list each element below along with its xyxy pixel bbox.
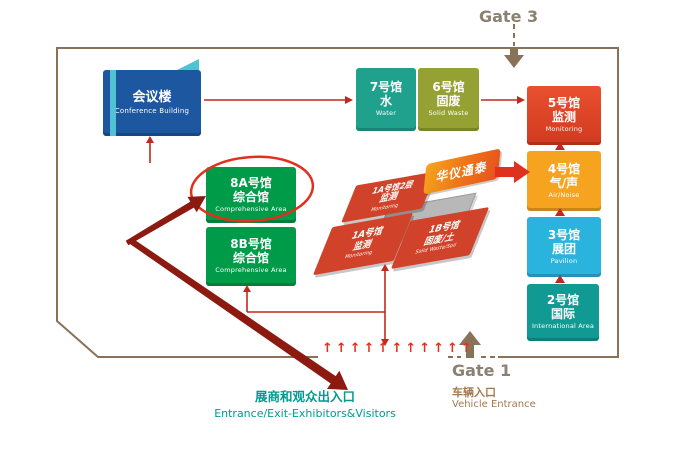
- conference-roof-triangle: [177, 59, 199, 70]
- hall-name-cn: 会议楼: [132, 90, 172, 105]
- hall-number: 2号馆: [546, 293, 580, 308]
- hall-name-en: Pavilion: [550, 256, 578, 265]
- hall-name-en: Conference Building: [114, 106, 190, 115]
- hall-7: 7号馆 水 Water: [356, 68, 416, 131]
- hall-8a: 8A号馆 综合馆 Comprehensive Area: [206, 167, 296, 223]
- hall-name-en: International Area: [531, 322, 595, 331]
- hall-name-en: Solid Waste: [428, 109, 469, 118]
- entrance-direction-arrows: ↑↑↑↑↑↑↑↑↑↑↑: [322, 341, 475, 356]
- hall-2: 2号馆 国际 International Area: [527, 284, 599, 341]
- hall-name-cn: 水: [379, 94, 392, 109]
- hall-name-en: Monitoring: [343, 250, 374, 261]
- gate1-label: Gate 1: [452, 361, 512, 380]
- hall-name-en: Monitoring: [369, 202, 400, 214]
- hall-name-cn: 气/声: [549, 175, 579, 190]
- hall-name-en: Comprehensive Area: [215, 266, 287, 275]
- hall-name-en: Air/Noise: [548, 190, 580, 199]
- hall-number: 8A号馆: [230, 175, 272, 190]
- hall-number: 3号馆: [547, 227, 581, 242]
- hall-name-en: Water: [375, 109, 397, 118]
- hall-8b: 8B号馆 综合馆 Comprehensive Area: [206, 227, 296, 286]
- hall-name-cn: 展团: [551, 241, 576, 256]
- annotation-arrow-to-8a: [125, 196, 206, 246]
- hall-4: 4号馆 气/声 Air/Noise: [527, 151, 601, 211]
- vehicle-entrance-label-cn: 车辆入口: [452, 386, 496, 399]
- entrance-exit-label: 展商和观众出入口 Entrance/Exit-Exhibitors&Visito…: [158, 386, 452, 420]
- hall-name-en: Monitoring: [545, 125, 583, 134]
- vehicle-entrance-label-en: Vehicle Entrance: [452, 399, 536, 410]
- hall-6: 6号馆 固废 Solid Waste: [418, 68, 479, 131]
- hall-number: 4号馆: [547, 161, 581, 176]
- hall-3: 3号馆 展团 Pavilion: [527, 217, 601, 277]
- entrance-exit-label-cn: 展商和观众出入口: [254, 389, 355, 404]
- sponsor-arrow-icon: [495, 161, 530, 183]
- hall-name-cn: 监测: [551, 110, 576, 125]
- hall-name-cn: 固废: [436, 94, 461, 109]
- hall-name-en: Comprehensive Area: [215, 204, 287, 213]
- hall-name-cn: 综合馆: [232, 189, 269, 204]
- hall-conference: 会议楼 Conference Building: [103, 59, 201, 136]
- sponsor-banner: 华仪通泰: [423, 148, 501, 195]
- hall-5: 5号馆 监测 Monitoring: [527, 86, 601, 145]
- gate3-label: Gate 3: [479, 7, 539, 26]
- gate3-arrow-icon: [504, 48, 524, 68]
- hall-name-cn: 国际: [550, 307, 575, 322]
- conference-accent-stripe: [110, 70, 116, 136]
- entrance-exit-label-en: Entrance/Exit-Exhibitors&Visitors: [214, 407, 396, 420]
- hall-name-cn: 综合馆: [232, 251, 269, 266]
